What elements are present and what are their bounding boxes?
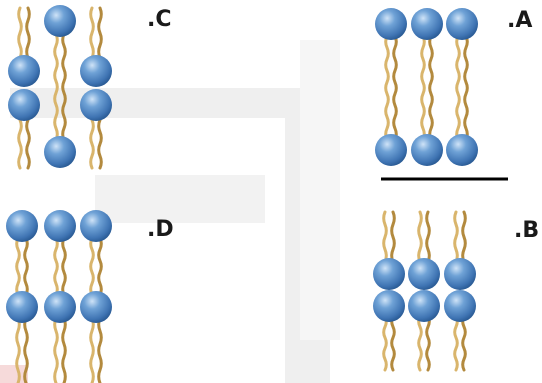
phosphate-head	[44, 210, 76, 242]
lipid-tail	[463, 34, 469, 142]
phosphate-head	[44, 5, 76, 37]
lipid-tail	[390, 314, 396, 372]
lipid-tail	[53, 316, 59, 383]
watermark-bar	[95, 175, 265, 223]
phosphate-head	[8, 89, 40, 121]
phosphate-head	[375, 8, 407, 40]
lipid-tail	[382, 210, 388, 264]
phosphate-head	[80, 55, 112, 87]
lipid-tail	[428, 34, 434, 142]
lipid-tail	[382, 314, 388, 372]
phosphate-head	[408, 290, 440, 322]
lipid-tail	[97, 316, 103, 383]
lipid-tail	[53, 236, 59, 297]
lipid-tail	[25, 6, 31, 60]
phosphate-head	[444, 290, 476, 322]
option-a-label: .A	[507, 8, 533, 33]
lipid-tail	[390, 210, 396, 264]
phosphate-head	[44, 291, 76, 323]
lipid-tail	[453, 210, 459, 264]
phosphate-head	[373, 258, 405, 290]
watermark	[0, 40, 340, 383]
phosphate-head	[80, 210, 112, 242]
lipid-tail	[425, 210, 431, 264]
lipid-tail	[61, 32, 67, 142]
lipid-tail	[23, 236, 29, 297]
lipid-tail	[425, 314, 431, 372]
lipid-tail	[453, 314, 459, 372]
lipid-tail	[384, 34, 390, 142]
phosphate-head	[408, 258, 440, 290]
option-a-bilayer-diagram	[375, 8, 478, 166]
lipid-tail	[420, 34, 426, 142]
option-b-bilayer-diagram	[373, 210, 476, 372]
phosphate-head	[375, 134, 407, 166]
phosphate-head	[6, 210, 38, 242]
phosphate-head	[80, 291, 112, 323]
lipid-tail	[17, 6, 23, 60]
lipid-tail	[89, 236, 95, 297]
phosphate-head	[80, 89, 112, 121]
lipid-tail	[417, 314, 423, 372]
lipid-tail	[455, 34, 461, 142]
option-c-bilayer-diagram	[8, 5, 112, 170]
lipid-tail	[53, 32, 59, 142]
phosphate-head	[446, 134, 478, 166]
lipid-tail	[461, 210, 467, 264]
watermark-stripe	[300, 40, 340, 340]
phosphate-head	[373, 290, 405, 322]
option-b-label: .B	[514, 218, 540, 243]
lipid-tail	[25, 118, 31, 170]
phosphate-head	[8, 55, 40, 87]
lipid-tail	[89, 118, 95, 170]
lipid-tail	[23, 316, 29, 383]
lipid-tail	[97, 118, 103, 170]
lipid-tail	[97, 6, 103, 60]
lipid-tail	[97, 236, 103, 297]
lipid-tail	[417, 210, 423, 264]
lipid-tail	[17, 118, 23, 170]
phosphate-head	[411, 8, 443, 40]
option-d-label: .D	[147, 217, 174, 242]
lipid-tail	[89, 316, 95, 383]
watermark-bracket	[10, 88, 330, 383]
lipid-tail	[61, 316, 67, 383]
lipid-tail	[392, 34, 398, 142]
lipid-tail	[15, 316, 21, 383]
lipid-tail	[15, 236, 21, 297]
phosphate-head	[411, 134, 443, 166]
option-c-label: .C	[147, 7, 172, 32]
phosphate-head	[446, 8, 478, 40]
phosphate-head	[6, 291, 38, 323]
watermark-red-mark	[0, 365, 28, 383]
phosphate-head	[444, 258, 476, 290]
lipid-tail	[89, 6, 95, 60]
lipid-tail	[461, 314, 467, 372]
lipid-tail	[61, 236, 67, 297]
phosphate-head	[44, 136, 76, 168]
option-d-bilayer-diagram	[6, 210, 112, 383]
